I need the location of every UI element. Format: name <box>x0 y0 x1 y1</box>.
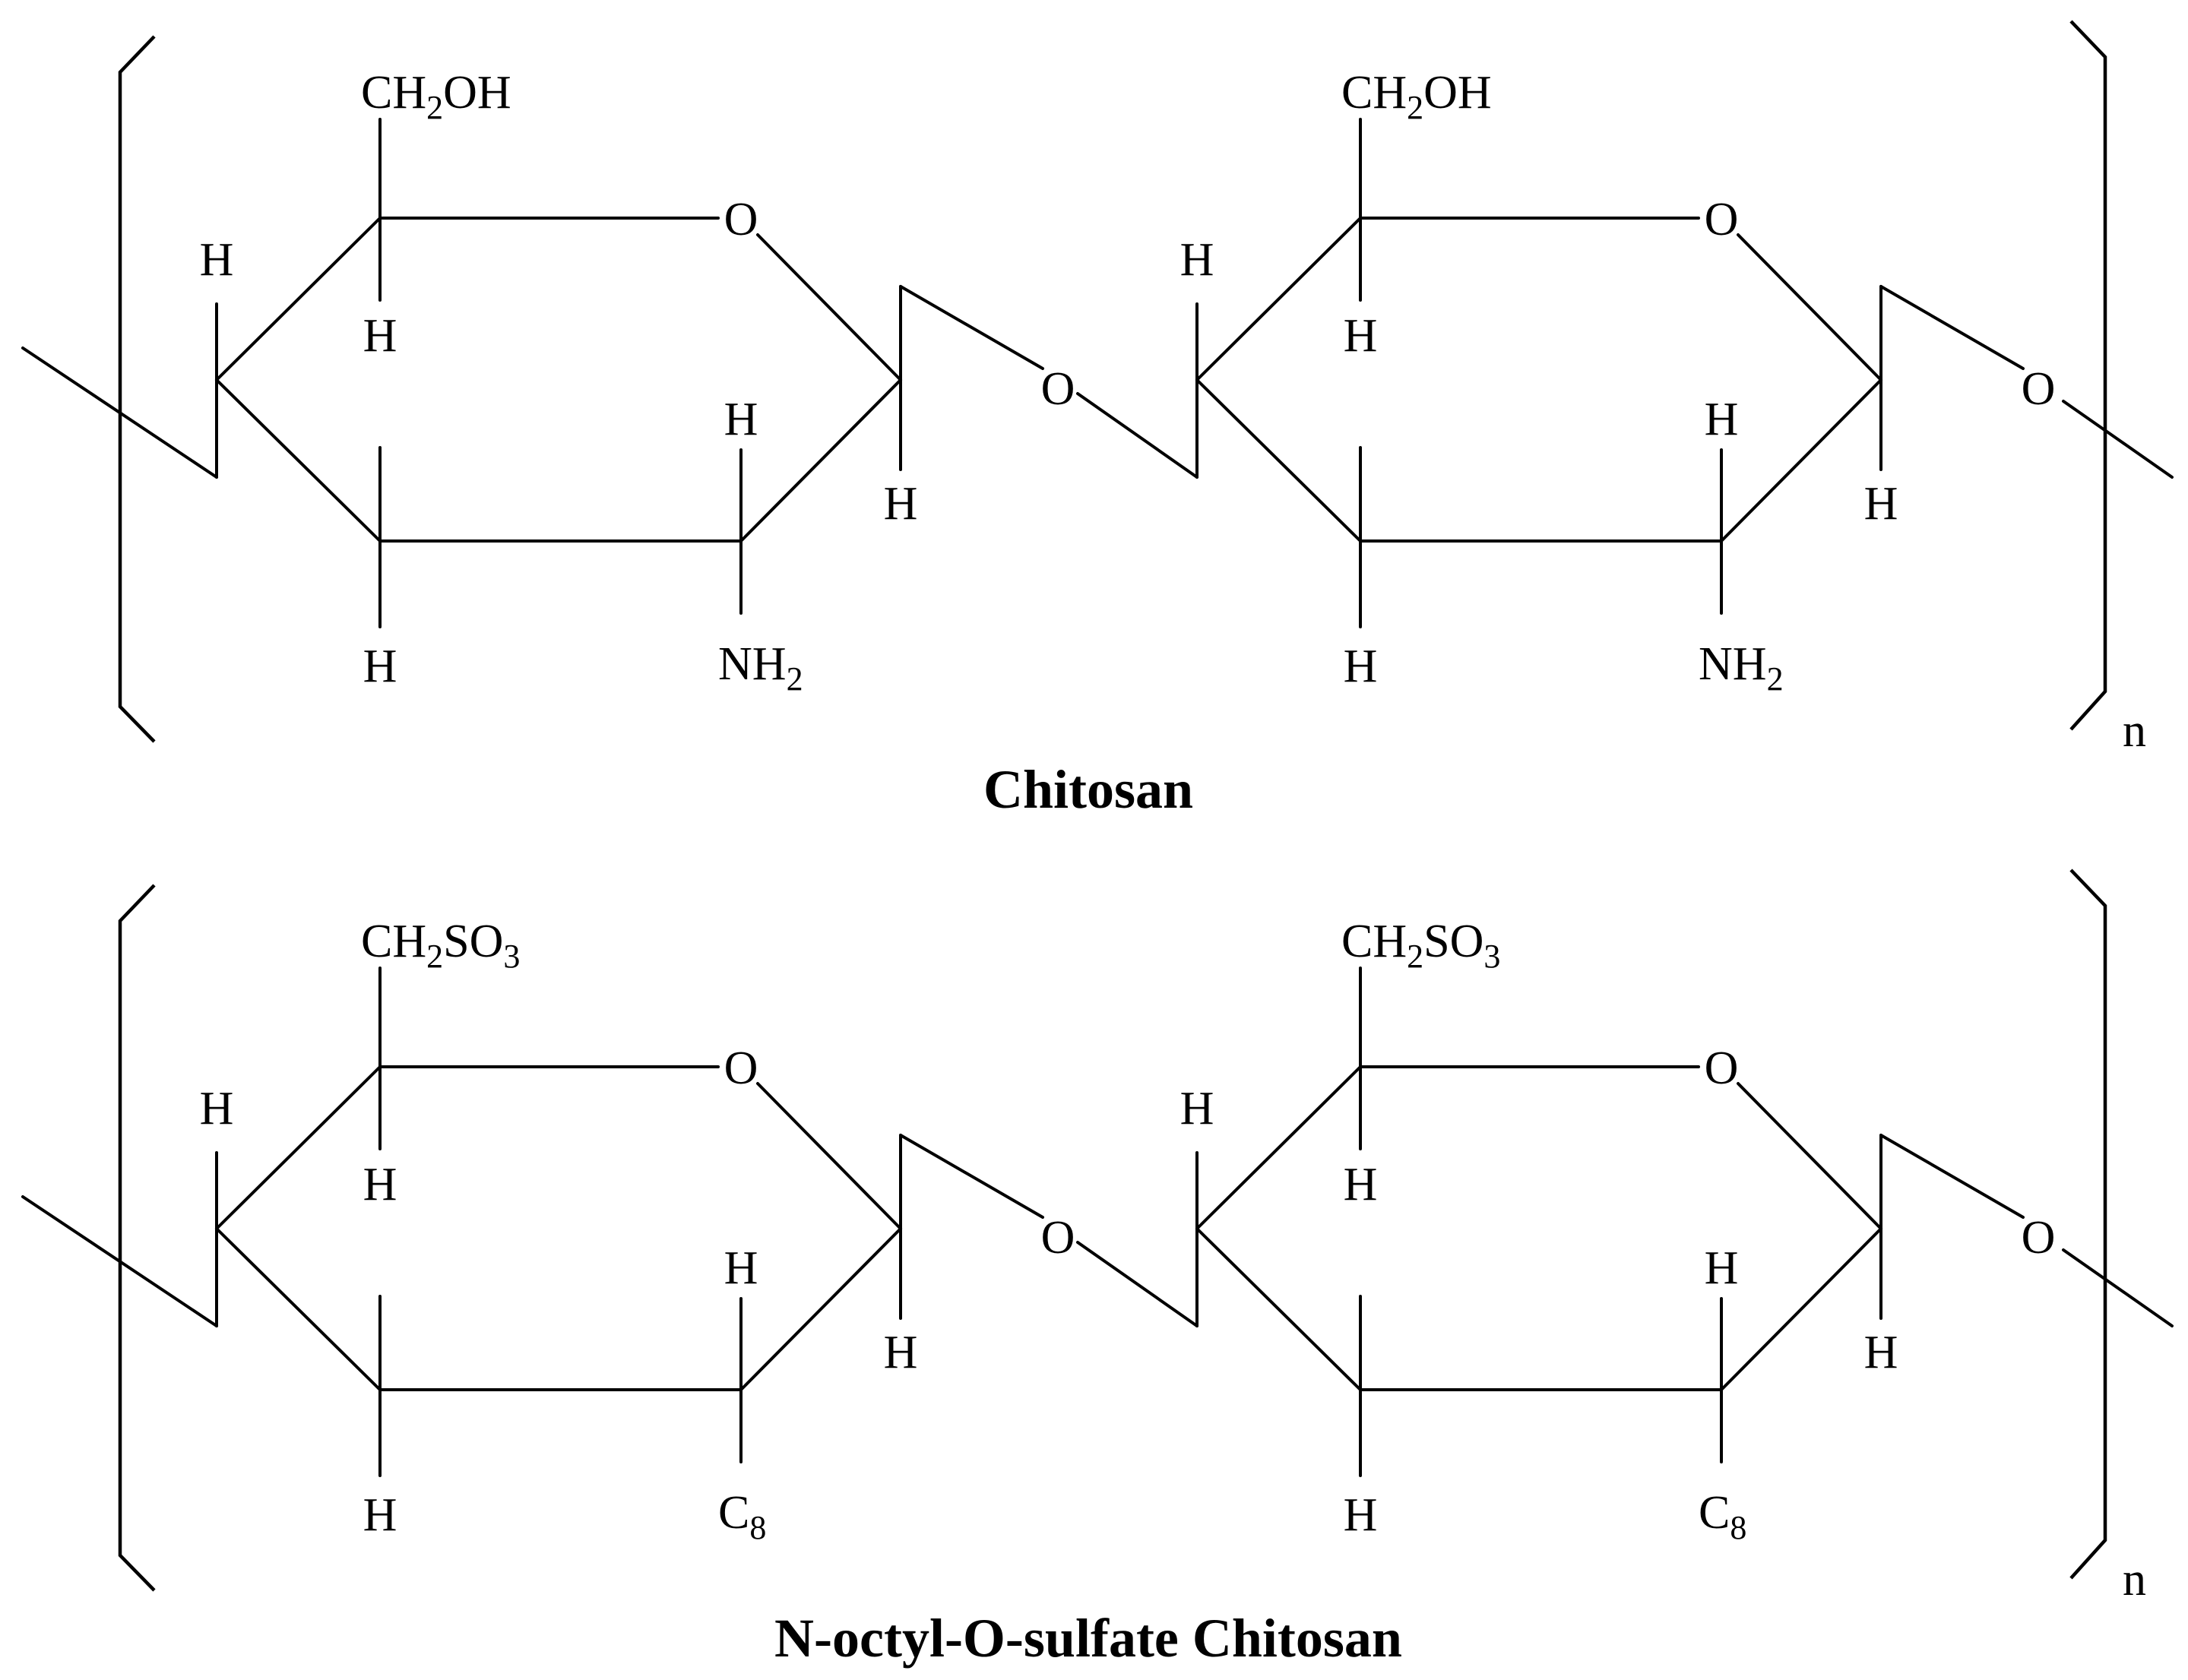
hydrogen-label: H <box>1864 478 1898 530</box>
link-bond <box>1879 285 2025 370</box>
link-bond <box>1076 392 1198 479</box>
substituent-label: C8 <box>718 1487 766 1546</box>
ring-bond <box>739 378 902 543</box>
substituent-label: CH2OH <box>1341 67 1492 126</box>
ring-bond <box>739 1227 902 1391</box>
hydrogen-label: H <box>724 1242 758 1294</box>
glycosidic-oxygen-label: O <box>1041 1212 1075 1264</box>
ring-bond <box>215 1065 382 1230</box>
hydrogen-label: H <box>1344 1489 1378 1541</box>
ring-bond <box>1737 233 1882 381</box>
ring-oxygen-label: O <box>1705 194 1739 245</box>
sugar-unit: CH2OH O O H H H H H NH2 <box>1180 67 2056 698</box>
substituent-label: NH2 <box>1699 638 1784 698</box>
hydrogen-label: H <box>363 641 397 692</box>
substituent-label: NH2 <box>718 638 803 698</box>
link-bond <box>899 285 1044 370</box>
right-bracket <box>2069 868 2107 1580</box>
ring-bond <box>1720 378 1882 543</box>
link-bond <box>1076 1241 1198 1327</box>
repeat-subscript: n <box>2123 705 2146 757</box>
ring-oxygen-label: O <box>724 1042 758 1094</box>
hydrogen-label: H <box>1180 1083 1214 1134</box>
hydrogen-label: H <box>884 478 918 530</box>
hydrogen-label: H <box>363 1489 397 1541</box>
repeat-subscript: n <box>2123 1554 2146 1606</box>
left-bracket <box>118 884 156 1592</box>
ring-bond <box>756 1082 902 1230</box>
ring-bond <box>756 233 902 381</box>
ring-oxygen-label: O <box>1705 1042 1739 1094</box>
hydrogen-label: H <box>1344 310 1378 362</box>
hydrogen-label: H <box>724 394 758 445</box>
ring-bond <box>1195 1227 1362 1391</box>
ring-bond <box>215 1227 382 1391</box>
hydrogen-label: H <box>363 1159 397 1210</box>
ring-oxygen-label: O <box>724 194 758 245</box>
glycosidic-oxygen-label: O <box>1041 363 1075 415</box>
chain-end-bond <box>2062 1248 2174 1327</box>
hydrogen-label: H <box>200 1083 234 1134</box>
ring-bond <box>1195 1065 1362 1230</box>
ring-bond <box>1195 378 1362 543</box>
structure-title: N-octyl-O-sulfate Chitosan <box>774 1608 1402 1669</box>
hydrogen-label: H <box>1344 641 1378 692</box>
substituent-label: CH2SO3 <box>1341 916 1500 975</box>
ring-bond <box>1195 217 1362 381</box>
link-bond <box>899 1134 1044 1219</box>
link-bond <box>1879 1134 2025 1219</box>
hydrogen-label: H <box>1344 1159 1378 1210</box>
sugar-unit: CH2OH O O H H H H H NH2 <box>200 67 1075 698</box>
chain-end-bond <box>2062 400 2174 479</box>
hydrogen-label: H <box>200 234 234 286</box>
hydrogen-label: H <box>1864 1327 1898 1378</box>
substituent-label: CH2OH <box>361 67 511 126</box>
structure-title: Chitosan <box>983 759 1193 820</box>
hydrogen-label: H <box>1705 394 1739 445</box>
glycosidic-oxygen-label: O <box>2022 363 2056 415</box>
right-bracket <box>2069 20 2107 731</box>
left-bracket <box>118 35 156 743</box>
ring-bond <box>1737 1082 1882 1230</box>
hydrogen-label: H <box>1180 234 1214 286</box>
ring-bond <box>215 217 382 381</box>
ring-bond <box>1720 1227 1882 1391</box>
hydrogen-label: H <box>1705 1242 1739 1294</box>
substituent-label: C8 <box>1699 1487 1746 1546</box>
glycosidic-oxygen-label: O <box>2022 1212 2056 1264</box>
substituent-label: CH2SO3 <box>361 916 520 975</box>
hydrogen-label: H <box>363 310 397 362</box>
hydrogen-label: H <box>884 1327 918 1378</box>
ring-bond <box>215 378 382 543</box>
